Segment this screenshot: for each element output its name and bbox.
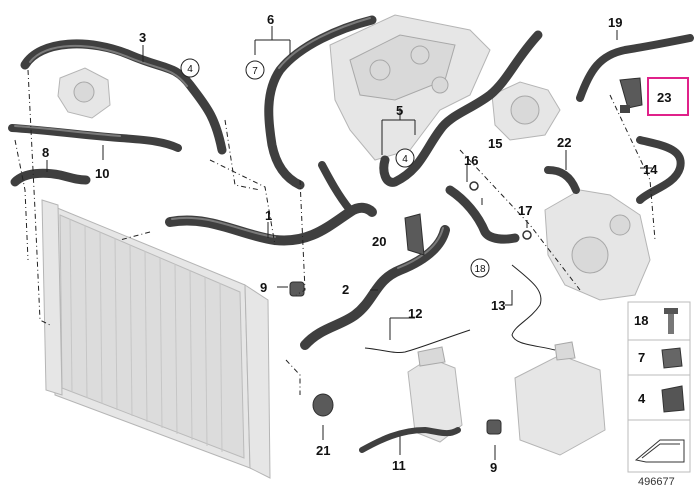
gasket-17 [522,230,532,240]
label-3: 3 [139,30,146,45]
label-21: 21 [316,443,330,458]
sensor-23 [619,77,643,113]
legend-item-7: 7 [638,350,645,365]
hose-8 [10,168,91,187]
circled-ref-7: 7 [252,66,258,77]
label-1: 1 [265,208,272,223]
label-16: 16 [464,153,478,168]
hose-3 [20,39,227,155]
label-14: 14 [643,162,658,177]
radiator [41,199,271,479]
fastener-legend: 18 7 4 [627,301,691,473]
label-20: 20 [372,234,386,249]
label-12: 12 [408,306,422,321]
label-23: 23 [657,90,671,105]
label-5: 5 [396,103,403,118]
circled-ref-18: 18 [474,264,486,275]
clamp-icon [661,385,685,413]
hose-19 [576,34,694,102]
part-labels: 3 6 5 8 10 1 2 9 20 12 13 21 11 9 15 16 … [42,12,658,475]
hose-10 [8,124,182,152]
bolt-icon [664,308,678,334]
electric-pump-ghost [491,81,561,141]
intake-manifold [329,14,491,161]
label-10: 10 [95,166,109,181]
circled-ref-4a: 4 [187,64,193,75]
label-13: 13 [491,298,505,313]
callout-circle-18: 18 [470,258,490,278]
water-pump-ghost [544,189,651,301]
label-8: 8 [42,145,49,160]
callout-circle-7: 7 [245,60,265,80]
hose-2 [300,225,450,350]
gasket-16 [469,181,479,191]
label-17: 17 [518,203,532,218]
circled-ref-4b: 4 [402,154,408,165]
hose-5 [379,30,543,187]
diagram-id: 496677 [638,476,675,488]
label-9-upper: 9 [260,280,267,295]
hose-14 [636,136,685,204]
label-22: 22 [557,135,571,150]
clamp-9-lower [486,419,502,435]
hose-1 [165,161,377,246]
hose-6 [264,15,377,190]
leader-lines [14,26,656,460]
pipe-11 [359,427,461,453]
legend-item-4: 4 [638,391,646,406]
callout-circle-4a: 4 [180,58,200,78]
highlight-box-23: 23 [647,77,689,116]
label-15: 15 [488,136,502,151]
label-6: 6 [267,12,274,27]
hose-22 [544,166,580,194]
aux-pump-ghost [57,67,111,119]
label-11: 11 [392,458,406,473]
label-9-lower: 9 [490,460,497,475]
hose-15 [445,185,520,244]
grommet-21 [312,393,334,417]
arrow-symbol-icon [634,439,685,463]
bracket-20 [404,213,425,256]
expansion-tank-right [514,341,606,456]
pipe-13 [511,264,556,351]
legend-item-18: 18 [634,313,648,328]
clip-icon [661,347,683,369]
pipe-12 [364,329,471,353]
label-2: 2 [342,282,349,297]
callout-circle-4b: 4 [395,148,415,168]
label-19: 19 [608,15,622,30]
clamp-9-upper [289,281,305,297]
